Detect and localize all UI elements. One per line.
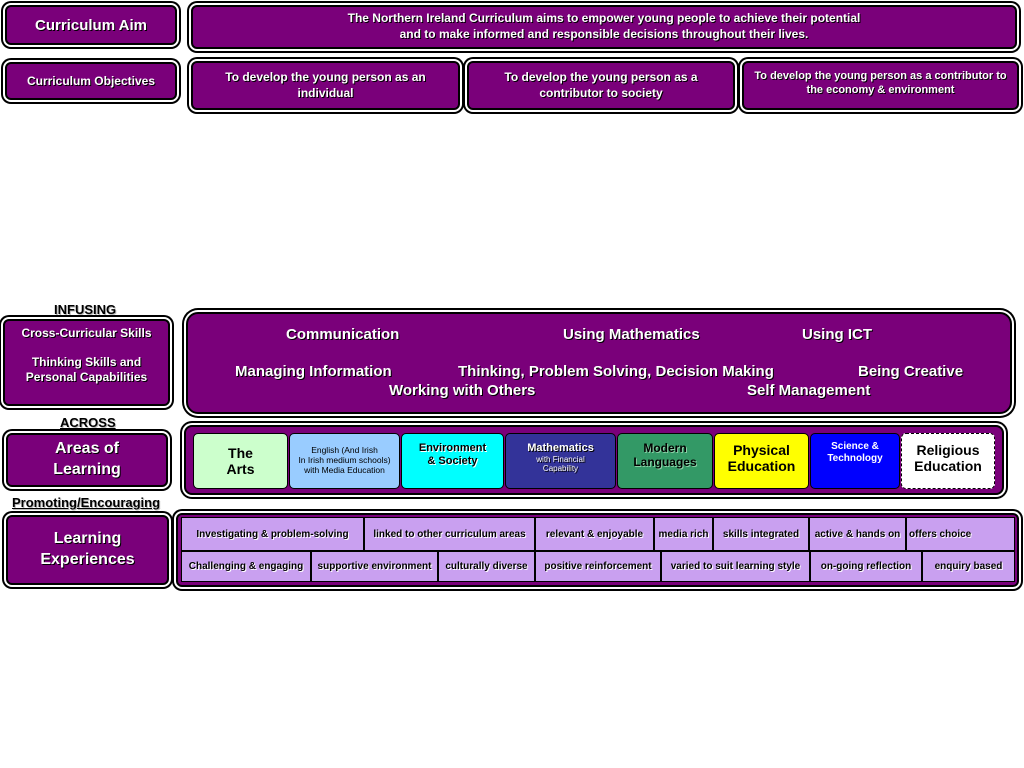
area-religious-education-line1: Religious	[916, 442, 980, 458]
skill-being-creative: Being Creative	[858, 363, 964, 380]
experience-challenging: Challenging & engaging	[181, 551, 311, 582]
experience-linked: linked to other curriculum areas	[364, 517, 535, 551]
experience-enquiry-based: enquiry based	[922, 551, 1015, 582]
skill-thinking: Thinking, Problem Solving, Decision Maki…	[458, 363, 774, 380]
areas-of-learning-label-text: Areas of Learning	[53, 440, 121, 478]
area-modern-languages: Modern Languages	[617, 433, 713, 489]
area-mathematics-line2: with Financial Capability	[536, 454, 585, 473]
curriculum-aim-label-text: Curriculum Aim	[35, 16, 147, 34]
area-the-arts-line2: Arts	[226, 461, 255, 477]
skill-working-with-others: Working with Others	[389, 382, 536, 399]
promoting-heading: Promoting/Encouraging	[12, 495, 161, 510]
infusing-heading: INFUSING	[54, 302, 117, 317]
learning-experiences-label-text: Learning Experiences	[40, 530, 135, 568]
experience-ongoing-reflection: on-going reflection	[810, 551, 922, 582]
area-science-technology-line2: Technology	[827, 452, 883, 464]
experiences-row-2: Challenging & engaging supportive enviro…	[181, 551, 1015, 582]
aim-statement-line2: and to make informed and responsible dec…	[399, 27, 809, 41]
cross-curricular-line1: Cross-Curricular Skills	[21, 326, 152, 340]
area-modern-languages-line2: Languages	[633, 454, 697, 469]
experience-active: active & hands on	[809, 517, 906, 551]
curriculum-aim-statement: The Northern Ireland Curriculum aims to …	[191, 5, 1017, 49]
curriculum-objectives-label-text: Curriculum Objectives	[26, 74, 156, 88]
skill-using-mathematics: Using Mathematics	[563, 326, 700, 343]
area-the-arts-line1: The	[228, 444, 253, 461]
objective-individual-text: To develop the young person as an indivi…	[225, 69, 426, 100]
curriculum-objectives-label: Curriculum Objectives	[5, 62, 177, 100]
experience-varied: varied to suit learning style	[661, 551, 810, 582]
area-environment-line2: & Society	[427, 454, 478, 467]
area-physical-education-line1: Physical	[733, 442, 790, 458]
experience-relevant: relevant & enjoyable	[535, 517, 654, 551]
experience-media-rich: media rich	[654, 517, 713, 551]
experience-investigating: Investigating & problem-solving	[181, 517, 364, 551]
experience-positive-reinforcement: positive reinforcement	[535, 551, 661, 582]
area-mathematics: Mathematics with Financial Capability	[505, 433, 616, 489]
objective-economy-text: To develop the young person as a contrib…	[754, 70, 1007, 96]
curriculum-aim-label: Curriculum Aim	[5, 5, 177, 45]
areas-of-learning-label: Areas of Learning	[6, 433, 168, 487]
objective-economy: To develop the young person as a contrib…	[742, 61, 1019, 110]
experience-supportive: supportive environment	[311, 551, 438, 582]
aim-statement-line1: The Northern Ireland Curriculum aims to …	[347, 11, 861, 26]
skills-panel	[186, 312, 1012, 414]
area-english: English (And Irish In Irish medium schoo…	[289, 433, 400, 489]
across-heading: ACROSS	[60, 415, 116, 430]
area-environment-society: Environment & Society	[401, 433, 504, 489]
area-modern-languages-line1: Modern	[643, 441, 687, 455]
objective-individual: To develop the young person as an indivi…	[191, 61, 460, 110]
area-the-arts: The Arts	[193, 433, 288, 489]
experience-skills-integrated: skills integrated	[713, 517, 809, 551]
cross-curricular-line2: Thinking Skills and Personal Capabilitie…	[25, 354, 148, 385]
area-environment-line1: Environment	[418, 442, 487, 454]
objective-society-text: To develop the young person as a contrib…	[504, 69, 698, 100]
area-physical-education-line2: Education	[727, 458, 796, 475]
area-english-line2: In Irish medium schools) with Media Educ…	[298, 455, 391, 475]
objective-society: To develop the young person as a contrib…	[467, 61, 735, 110]
experiences-row-1: Investigating & problem-solving linked t…	[181, 517, 1015, 551]
cross-curricular-label: Cross-Curricular Skills Thinking Skills …	[3, 319, 170, 406]
skill-communication: Communication	[286, 326, 400, 343]
learning-experiences-label: Learning Experiences	[6, 515, 169, 585]
area-physical-education: Physical Education	[714, 433, 809, 489]
area-science-technology: Science & Technology	[810, 433, 900, 489]
skill-using-ict: Using ICT	[802, 326, 872, 343]
area-mathematics-line1: Mathematics	[527, 442, 594, 454]
area-english-line1: English (And Irish	[311, 445, 378, 456]
area-science-technology-line1: Science &	[831, 441, 879, 452]
area-religious-education-line2: Education	[914, 458, 982, 475]
skill-self-management: Self Management	[747, 382, 871, 399]
area-religious-education: Religious Education	[901, 433, 995, 489]
experience-offers-choice: offers choice	[906, 517, 1015, 551]
experience-culturally-diverse: culturally diverse	[438, 551, 535, 582]
skill-managing-information: Managing Information	[235, 363, 392, 380]
